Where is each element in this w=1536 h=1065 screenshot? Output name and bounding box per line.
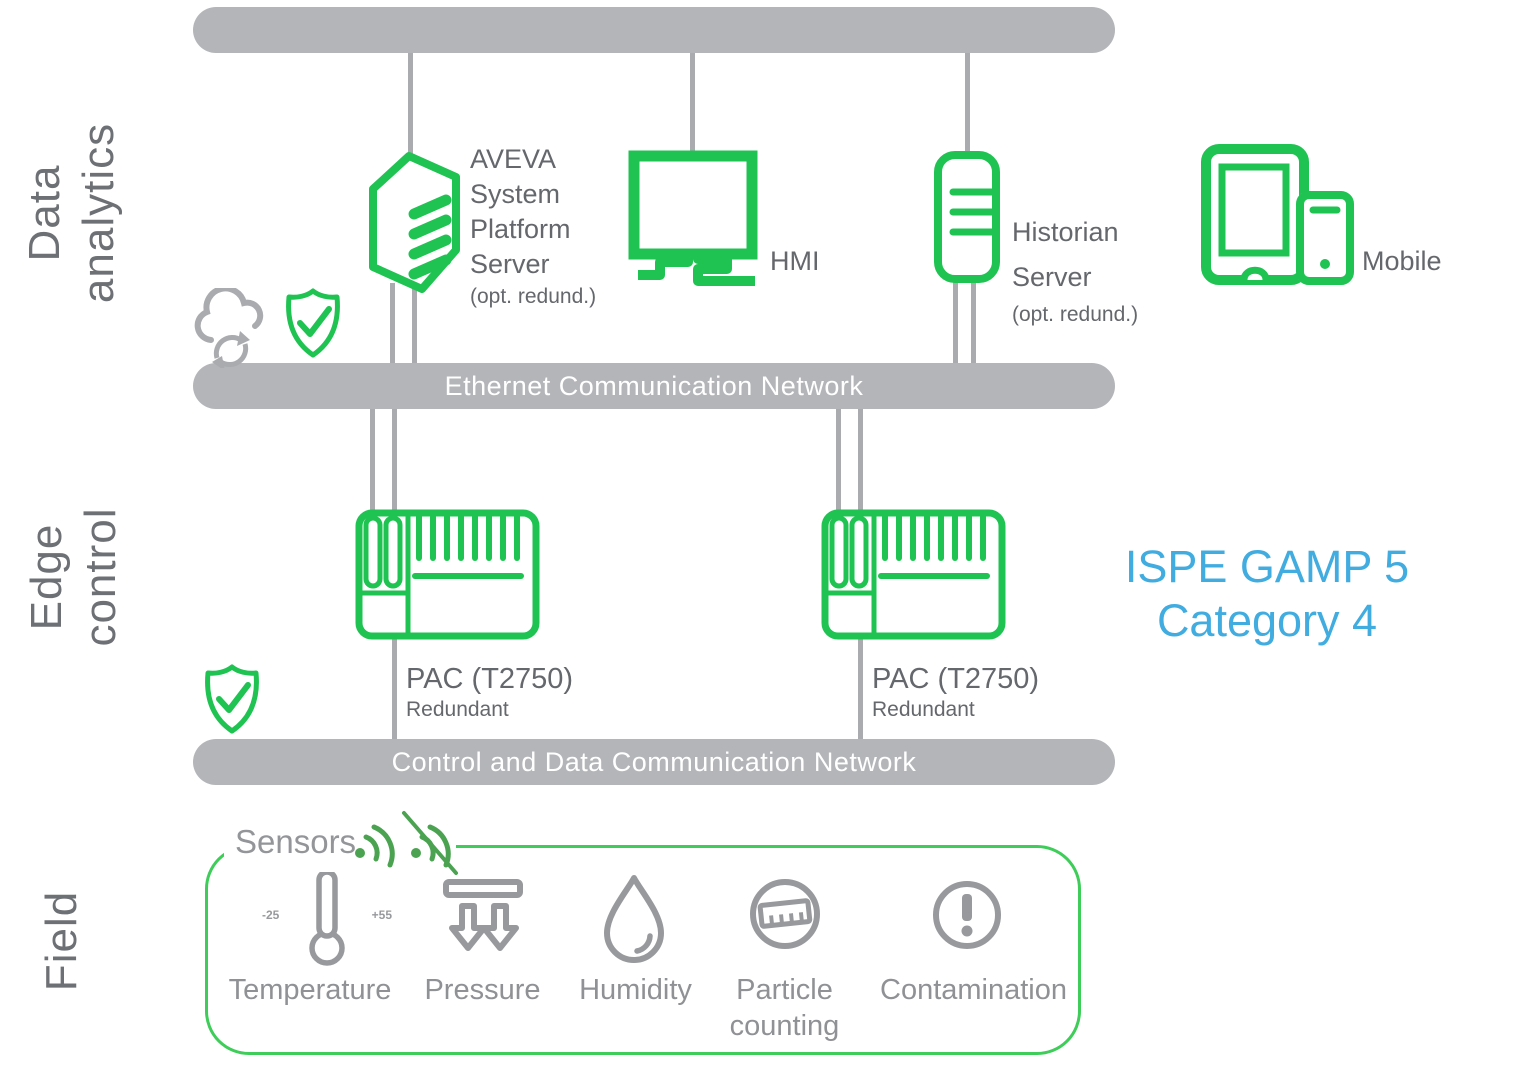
mobile-devices-icon [1201, 144, 1354, 285]
historian-label: Historian Server (opt. redund.) [1012, 210, 1138, 330]
historian-note: (opt. redund.) [1012, 303, 1139, 326]
temperature-icon: -25 +55 [262, 868, 392, 970]
temperature-min: -25 [262, 908, 280, 922]
line-ethernet-to-pac-right-1 [836, 409, 841, 519]
pac-right-label: PAC (T2750) Redundant [872, 663, 1039, 724]
pressure-icon [443, 879, 523, 951]
pressure-label: Pressure [424, 974, 541, 1006]
ispe-gamp-line1: ISPE GAMP 5 [1124, 541, 1410, 592]
section-label-field: Field [35, 891, 89, 991]
cloud-sync-icon [194, 288, 264, 368]
server-line: Server [470, 249, 550, 279]
humidity-icon [604, 875, 664, 963]
data-analytics-line2: analytics [74, 122, 123, 304]
sensors-header: Sensors [224, 811, 458, 875]
data-analytics-line1: Data [20, 164, 69, 262]
section-label-edge-control: Edge control [20, 507, 128, 646]
line-historian-to-ethernet-1 [953, 276, 958, 365]
line-ethernet-to-pac-left-1 [370, 409, 375, 519]
particle-line1: Particle [736, 974, 833, 1006]
control-network-bus: Control and Data Communication Network [193, 739, 1115, 785]
pac-left-sub: Redundant [406, 698, 509, 721]
pac-right-title: PAC (T2750) [872, 663, 1040, 695]
system-platform-label: AVEVA System Platform Server (opt. redun… [470, 142, 596, 312]
field-line1: Field [37, 890, 86, 992]
pac-right-icon [821, 509, 1006, 640]
humidity-label: Humidity [579, 974, 692, 1006]
security-shield-icon-analytics [286, 288, 340, 358]
ethernet-network-bus: Ethernet Communication Network [193, 363, 1115, 409]
pac-right-sub: Redundant [872, 698, 975, 721]
line-historian-to-ethernet-2 [971, 276, 976, 365]
mobile-label: Mobile [1362, 246, 1442, 276]
aveva-line: AVEVA [470, 144, 557, 174]
line-system-platform-to-ethernet-1 [390, 283, 395, 365]
sensors-label: Sensors [235, 822, 357, 860]
line-pac-right-to-control [858, 635, 863, 741]
edge-control-line1: Edge [22, 523, 71, 631]
historian-server-icon [934, 151, 1000, 283]
line-bus-to-historian [965, 52, 970, 156]
line-bus-to-system-platform [408, 52, 413, 158]
historian-line1: Historian [1012, 217, 1119, 247]
line-ethernet-to-pac-right-2 [858, 409, 863, 519]
section-label-data-analytics: Data analytics [18, 123, 126, 303]
temperature-label: Temperature [228, 974, 392, 1006]
contamination-label: Contamination [880, 974, 1067, 1006]
line-bus-to-hmi [690, 52, 695, 154]
particle-counting-label: Particle counting [722, 972, 847, 1044]
contamination-icon [933, 881, 1001, 949]
line-pac-left-to-control [392, 635, 397, 741]
ispe-gamp-annotation: ISPE GAMP 5 Category 4 [1115, 540, 1419, 648]
top-network-bus [193, 7, 1115, 53]
ethernet-network-label: Ethernet Communication Network [444, 370, 864, 401]
hmi-label: HMI [770, 246, 820, 276]
control-network-label: Control and Data Communication Network [391, 746, 917, 777]
historian-line2: Server [1012, 262, 1092, 292]
temperature-max: +55 [371, 908, 392, 922]
line-system-platform-to-ethernet-2 [412, 283, 417, 365]
security-shield-icon-edge [205, 664, 259, 734]
wireless-signal-icons [355, 811, 458, 875]
system-platform-note: (opt. redund.) [470, 285, 597, 308]
ispe-gamp-line2: Category 4 [1156, 595, 1378, 646]
hmi-icon [628, 150, 758, 286]
pac-left-title: PAC (T2750) [406, 663, 574, 695]
field-sensors-box [205, 845, 1081, 1055]
edge-control-line2: control [76, 507, 125, 647]
pac-left-icon [355, 509, 540, 640]
line-ethernet-to-pac-left-2 [392, 409, 397, 519]
particle-counting-icon [750, 879, 820, 949]
system-platform-server-icon [369, 152, 460, 293]
system-line: System [470, 179, 561, 209]
particle-line2: counting [729, 1010, 840, 1042]
platform-line: Platform [470, 214, 571, 244]
pac-left-label: PAC (T2750) Redundant [406, 663, 573, 724]
